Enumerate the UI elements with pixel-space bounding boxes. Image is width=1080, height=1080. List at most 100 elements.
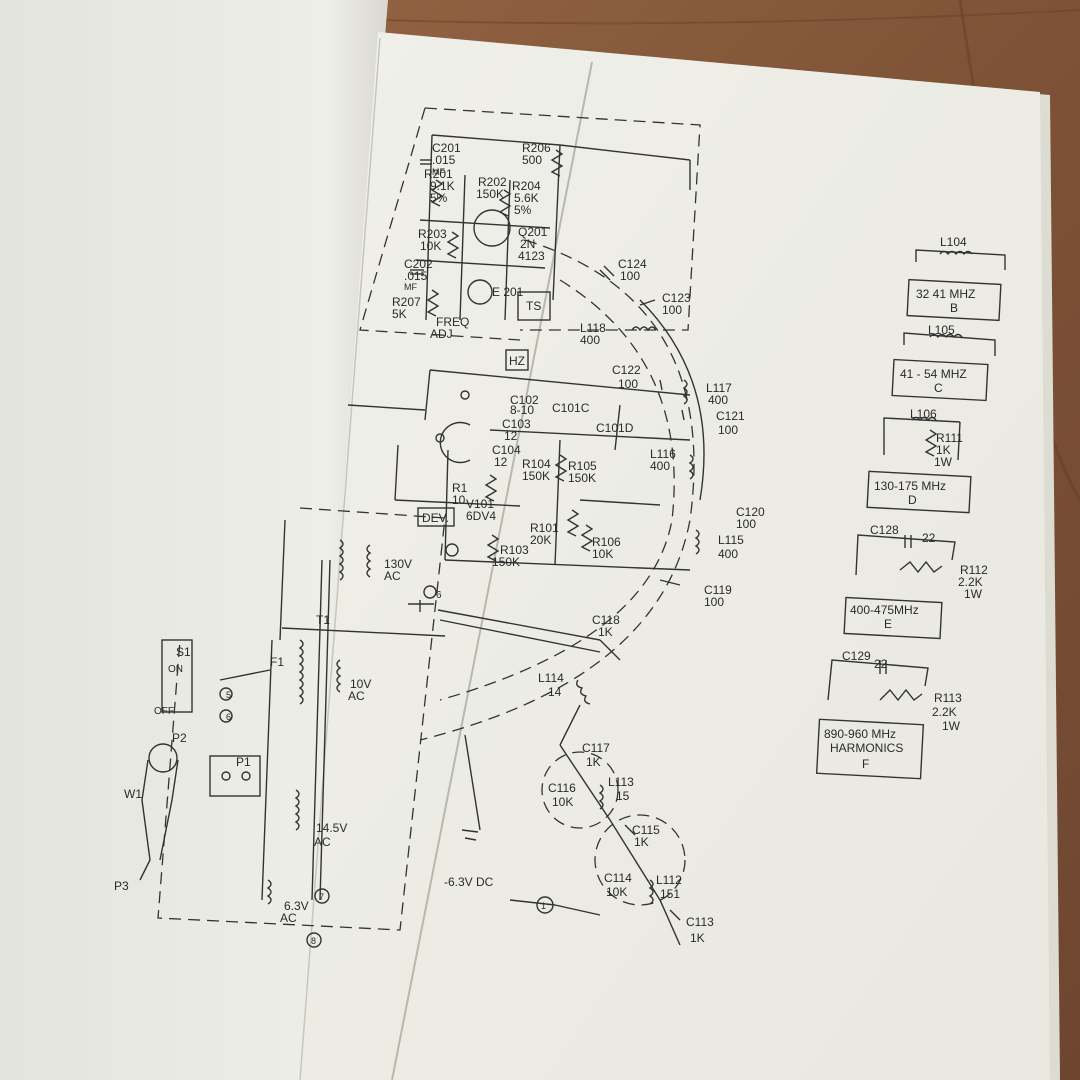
label-c104: C104: [492, 443, 521, 457]
label-c201: C201: [432, 141, 461, 155]
label-r206: R206: [522, 141, 551, 155]
label-c201-unit: MF: [432, 167, 445, 177]
label-s1: S1: [176, 645, 191, 659]
label-r1-val: 10: [452, 493, 466, 507]
left-page: [0, 0, 388, 1080]
label-r207-val: 5K: [392, 307, 407, 321]
band-panel-e: C128 22 R112 2.2K 1W 400-475MHz E: [843, 523, 988, 640]
label-v101: V101: [466, 497, 494, 511]
label-r106: R106: [592, 535, 621, 549]
band-e-cap: C128: [870, 523, 899, 537]
label-r204: R204: [512, 179, 541, 193]
band-d-res-w: 1W: [934, 455, 953, 469]
label-130v-ac: AC: [384, 569, 401, 583]
label-v101-type: 6DV4: [466, 509, 496, 523]
label-r203-val: 10K: [420, 239, 441, 253]
foldout-seam: [391, 61, 593, 1080]
label-c117-val: 1K: [586, 755, 601, 769]
label-c202: C202: [404, 257, 433, 271]
label-r201-tol: 5%: [430, 191, 448, 205]
label-q201-type: 2N: [520, 237, 535, 251]
label-q201-num: 4123: [518, 249, 545, 263]
label-off: OFF: [154, 706, 174, 717]
label-pin1: 1: [541, 901, 546, 911]
label-pin8: 8: [311, 936, 316, 946]
label-r207: R207: [392, 295, 421, 309]
label-c102: C102: [510, 393, 539, 407]
label-c120: C120: [736, 505, 765, 519]
label-c114: C114: [604, 871, 632, 885]
label-pin6: 6: [226, 712, 231, 722]
label-p3: P3: [114, 879, 129, 893]
label-l113: L113: [608, 775, 634, 789]
label-l115: L115: [718, 533, 744, 547]
band-f-letter: F: [862, 757, 869, 771]
label-c202-val: .015: [404, 269, 428, 283]
label-c113: C113: [686, 915, 714, 929]
label-l114-val: 14: [548, 685, 562, 699]
label-r204-tol: 5%: [514, 203, 532, 217]
band-b-letter: B: [950, 301, 958, 315]
label-r101: R101: [530, 521, 559, 535]
band-b-range: 32 41 MHZ: [916, 287, 975, 301]
label-freq: FREQ: [436, 315, 469, 329]
label-c103: C103: [502, 417, 531, 431]
label-r106-val: 10K: [592, 547, 613, 561]
band-d-res-val: 1K: [936, 443, 951, 457]
label-dc: -6.3V DC: [444, 875, 494, 889]
label-c202-unit: MF: [404, 282, 417, 292]
band-f-range: 890-960 MHz: [824, 727, 896, 741]
band-d-range: 130-175 MHz: [874, 479, 946, 493]
label-q201: Q201: [518, 225, 548, 239]
band-e-res: R112: [960, 563, 988, 577]
label-f1: F1: [270, 655, 284, 669]
band-panel-f: C129 22 R113 2.2K 1W 890-960 MHz HARMONI…: [815, 649, 962, 780]
label-14v-ac: AC: [314, 835, 331, 849]
band-panel-d: L106 R111 1K 1W 130-175 MHz D: [866, 407, 972, 514]
band-b-coil: L104: [940, 235, 967, 249]
label-pin6b: 6: [436, 590, 442, 601]
label-130v: 130V: [384, 557, 412, 571]
label-10v: 10V: [350, 677, 371, 691]
label-l118-val: 400: [580, 333, 600, 347]
label-ts: TS: [526, 299, 541, 313]
schematic-power-supply: 130V AC T1 F1 S1 ON OFF 10V AC P2 P1 W1 …: [114, 507, 459, 948]
band-d-letter: D: [908, 493, 917, 507]
label-63v: 6.3V: [284, 899, 309, 913]
band-f-cap: C129: [842, 649, 871, 663]
label-63v-ac: AC: [280, 911, 297, 925]
label-r1: R1: [452, 481, 468, 495]
label-r201-val: 9.1K: [430, 179, 455, 193]
label-r204-val: 5.6K: [514, 191, 539, 205]
label-c124: C124: [618, 257, 647, 271]
label-w1: W1: [124, 787, 142, 801]
band-c-coil: L105: [928, 323, 955, 337]
right-page: [300, 32, 1050, 1080]
label-c115: C115: [632, 823, 660, 837]
label-c119: C119: [704, 583, 732, 597]
label-c114-val: 10K: [606, 885, 627, 899]
label-c119-val: 100: [704, 595, 724, 609]
label-r206-val: 500: [522, 153, 542, 167]
label-r105: R105: [568, 459, 597, 473]
label-l117: L117: [706, 381, 732, 395]
label-c124-val: 100: [620, 269, 640, 283]
label-r202: R202: [478, 175, 507, 189]
band-e-letter: E: [884, 617, 892, 631]
label-dev: DEV.: [422, 511, 449, 525]
label-c122: C122: [612, 363, 641, 377]
label-r104-val: 150K: [522, 469, 550, 483]
label-t1: T1: [316, 613, 330, 627]
label-c101d: C101D: [596, 421, 634, 435]
label-c116-val: 10K: [552, 795, 573, 809]
label-c121: C121: [716, 409, 745, 423]
band-f-res: R113: [934, 691, 962, 705]
label-r103-val: 150K: [492, 555, 520, 569]
label-c121-val: 100: [718, 423, 738, 437]
band-panel-b: L104 32 41 MHZ B: [906, 235, 1006, 322]
label-c102-val: 8-10: [510, 403, 534, 417]
label-c113-val: 1K: [690, 931, 705, 945]
label-r202-val: 150K: [476, 187, 504, 201]
label-on: ON: [168, 664, 183, 675]
